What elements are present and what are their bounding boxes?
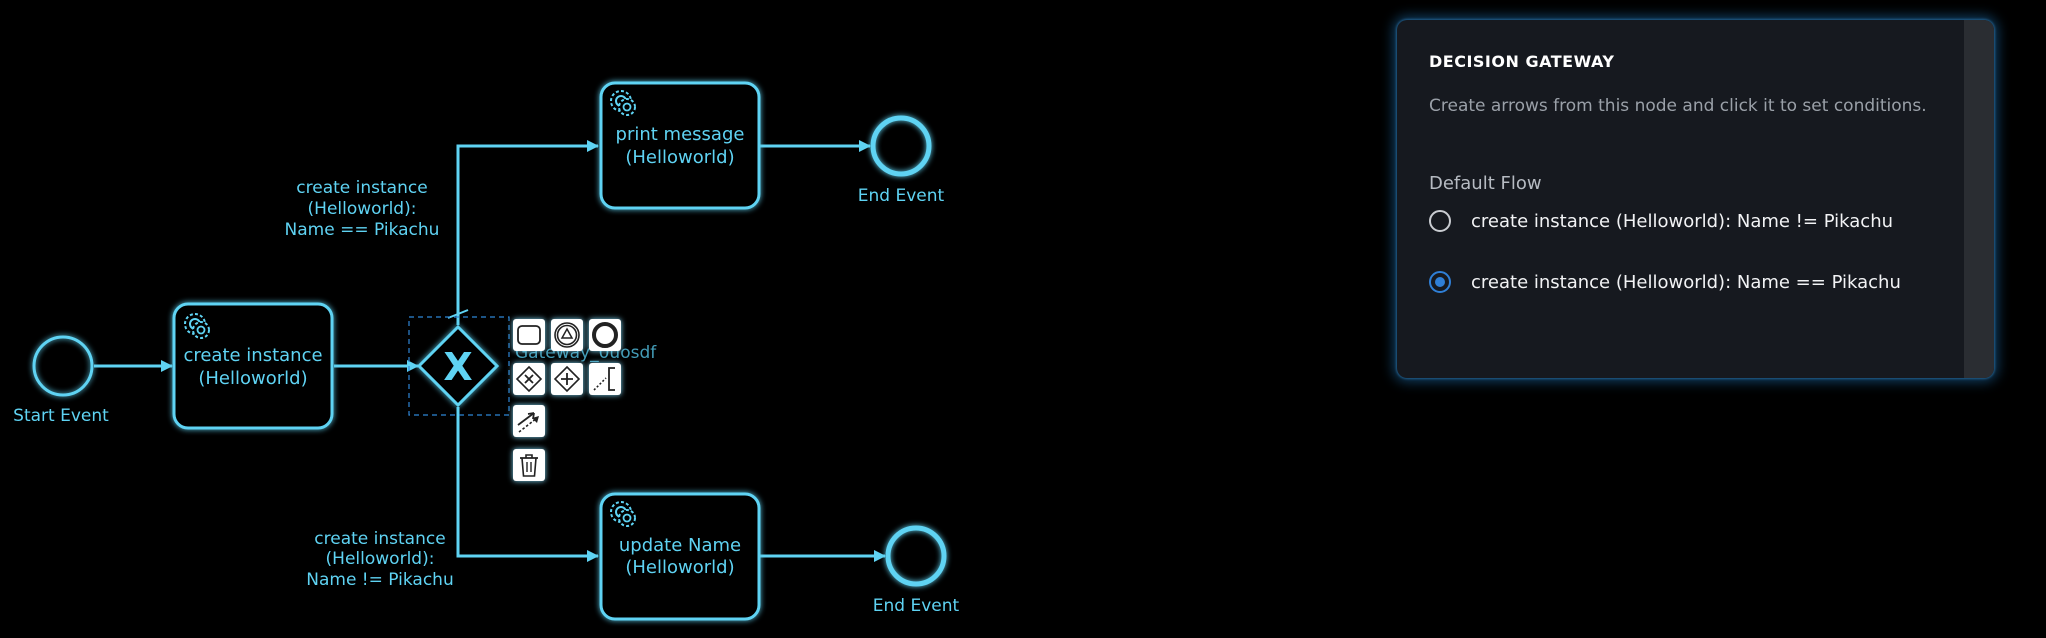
task-print-message[interactable] bbox=[599, 81, 761, 210]
panel-description: Create arrows from this node and click i… bbox=[1429, 96, 1927, 116]
append-end-event-button[interactable] bbox=[589, 319, 621, 351]
exclusive-gateway-icon bbox=[515, 365, 543, 393]
flow-label-top[interactable]: create instance (Helloworld): Name == Pi… bbox=[285, 178, 440, 240]
task-update-label-line2: (Helloworld) bbox=[625, 557, 734, 578]
append-text-annotation-button[interactable] bbox=[589, 363, 621, 395]
task-update-label-line1: update Name bbox=[619, 535, 741, 556]
connect-button[interactable] bbox=[513, 405, 545, 437]
properties-panel: DECISION GATEWAY Create arrows from this… bbox=[1397, 20, 1994, 378]
intermediate-event-icon bbox=[554, 322, 580, 348]
radio-button[interactable] bbox=[1429, 210, 1451, 232]
panel-title: DECISION GATEWAY bbox=[1429, 52, 1615, 71]
default-flow-marker bbox=[447, 309, 469, 319]
task-print-label-line2: (Helloworld) bbox=[625, 147, 734, 168]
gateway-selection-outline bbox=[408, 316, 510, 416]
end-event-top-label: End Event bbox=[858, 186, 945, 206]
default-flow-option-label: create instance (Helloworld): Name != Pi… bbox=[1471, 210, 1894, 232]
append-parallel-gateway-button[interactable] bbox=[551, 363, 583, 395]
flow-label-top-line1: create instance bbox=[296, 178, 427, 198]
parallel-gateway-icon bbox=[553, 365, 581, 393]
flow-label-bottom[interactable]: create instance (Helloworld): Name != Pi… bbox=[306, 529, 453, 590]
task-update-name[interactable] bbox=[599, 492, 761, 621]
default-flow-option-label: create instance (Helloworld): Name == Pi… bbox=[1471, 271, 1901, 293]
start-event-label: Start Event bbox=[13, 406, 109, 426]
flow-label-top-line2: (Helloworld): bbox=[308, 199, 417, 219]
gateway-x-symbol: X bbox=[443, 345, 472, 389]
append-intermediate-event-button[interactable] bbox=[551, 319, 583, 351]
default-flow-option-2[interactable]: create instance (Helloworld): Name == Pi… bbox=[1429, 271, 1901, 293]
task-icon bbox=[517, 325, 541, 345]
gear-icon bbox=[184, 313, 210, 339]
flow-label-bottom-line2: (Helloworld): bbox=[326, 549, 435, 569]
radio-button-selected[interactable] bbox=[1429, 271, 1451, 293]
flow-gateway-to-print[interactable] bbox=[456, 140, 599, 325]
default-flow-heading: Default Flow bbox=[1429, 173, 1542, 194]
gear-icon bbox=[610, 90, 636, 116]
text-annotation-icon bbox=[593, 367, 615, 391]
connect-arrow-icon bbox=[517, 412, 539, 433]
end-event-top[interactable] bbox=[870, 115, 932, 177]
append-task-button[interactable] bbox=[513, 319, 545, 351]
delete-button[interactable] bbox=[513, 449, 545, 481]
end-event-icon bbox=[592, 322, 618, 348]
flow-label-bottom-line3: Name != Pikachu bbox=[306, 570, 453, 590]
trash-icon bbox=[520, 454, 538, 477]
task-print-label-line1: print message bbox=[616, 124, 745, 145]
end-event-bottom-label: End Event bbox=[873, 596, 960, 616]
exclusive-gateway[interactable] bbox=[416, 324, 500, 408]
flow-label-bottom-line1: create instance bbox=[314, 529, 445, 549]
gear-icon bbox=[610, 501, 636, 527]
end-event-bottom[interactable] bbox=[885, 525, 947, 587]
flow-label-top-line3: Name == Pikachu bbox=[285, 220, 440, 240]
task-create-label-line1: create instance bbox=[183, 345, 322, 366]
panel-scrollbar[interactable] bbox=[1964, 20, 1994, 378]
task-create-instance[interactable] bbox=[172, 302, 334, 430]
default-flow-option-1[interactable]: create instance (Helloworld): Name != Pi… bbox=[1429, 210, 1893, 232]
task-create-label-line2: (Helloworld) bbox=[198, 368, 307, 389]
start-event[interactable] bbox=[32, 335, 94, 397]
flow-gateway-to-update[interactable] bbox=[456, 407, 599, 562]
append-exclusive-gateway-button[interactable] bbox=[513, 363, 545, 395]
